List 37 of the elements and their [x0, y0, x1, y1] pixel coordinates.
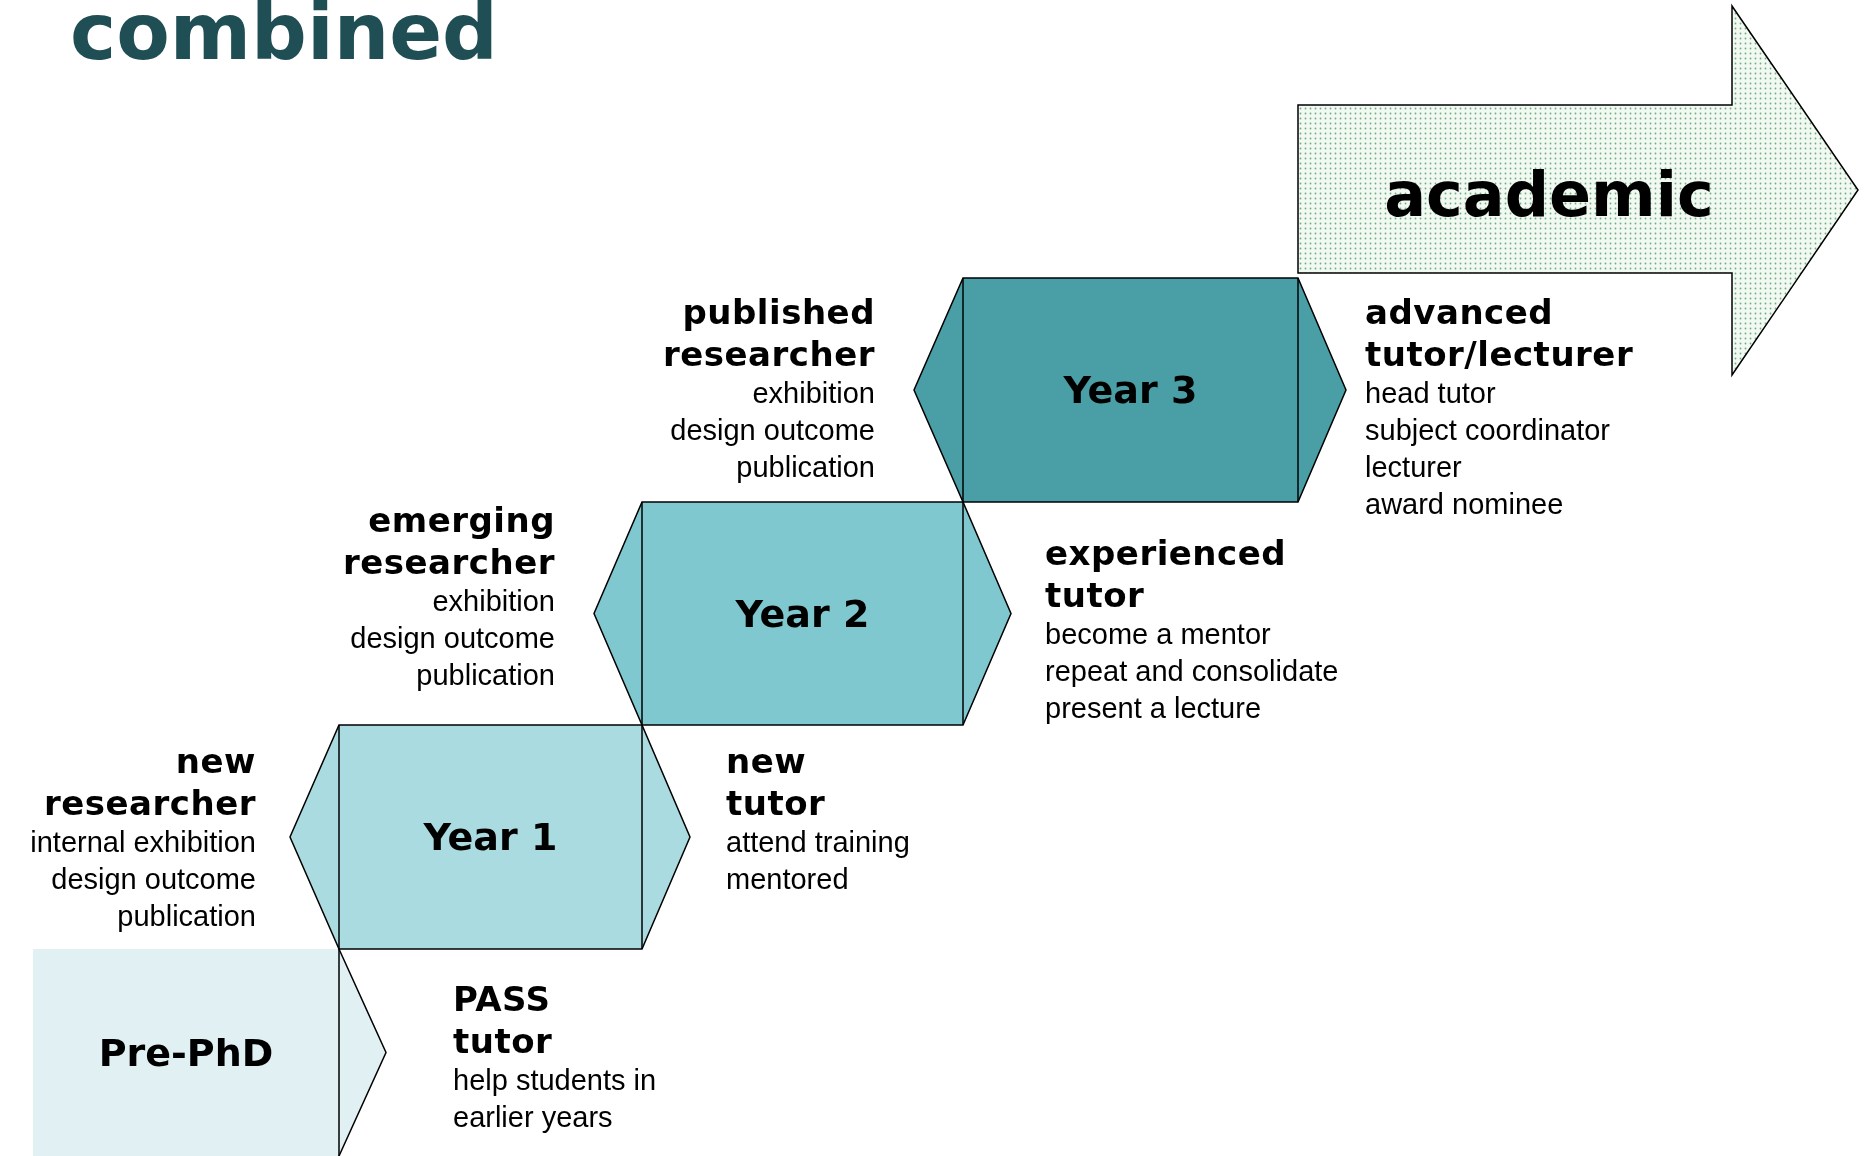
role-item: become a mentor — [1045, 617, 1272, 652]
stage-label: Year 3 — [1063, 368, 1198, 412]
role-item: design outcome — [50, 862, 256, 897]
role-item: award nominee — [1365, 487, 1565, 522]
role-item: mentored — [726, 862, 850, 897]
stage-label: Year 2 — [735, 591, 870, 636]
role-item: exhibition — [431, 584, 555, 619]
role-item: subject coordinator — [1365, 413, 1612, 448]
title: combined — [70, 0, 498, 72]
role-heading: new researcher — [43, 740, 256, 824]
role-heading: emerging researcher — [342, 499, 555, 583]
role-item: repeat and consolidate — [1045, 654, 1340, 689]
role-item: help students in earlier years — [453, 1063, 658, 1135]
role-item: publication — [735, 450, 875, 485]
stage-hexagon — [290, 725, 690, 949]
role-item: present a lecture — [1045, 691, 1262, 726]
role-item: attend training — [726, 825, 911, 860]
stage-hexagon — [594, 502, 1011, 725]
role-heading: PASS tutor — [453, 978, 553, 1062]
stage-box — [33, 949, 386, 1156]
block-arrow — [1298, 6, 1858, 375]
role-item: exhibition — [751, 376, 875, 411]
role-item: head tutor — [1365, 376, 1497, 411]
arrow-label: academic — [1384, 157, 1714, 231]
role-heading: advanced tutor/lecturer — [1365, 291, 1634, 375]
role-item: publication — [116, 899, 256, 934]
role-heading: new tutor — [726, 740, 826, 824]
role-item: design outcome — [669, 413, 875, 448]
stage-label: Pre-PhD — [98, 1030, 274, 1075]
stage-label: Year 1 — [423, 815, 558, 859]
role-heading: experienced tutor — [1045, 532, 1287, 616]
stage-hexagon — [914, 278, 1346, 502]
role-item: lecturer — [1365, 450, 1463, 485]
role-item: design outcome — [349, 621, 555, 656]
role-item: internal exhibition — [29, 825, 256, 860]
role-item: publication — [415, 658, 555, 693]
role-heading: published researcher — [663, 291, 875, 375]
